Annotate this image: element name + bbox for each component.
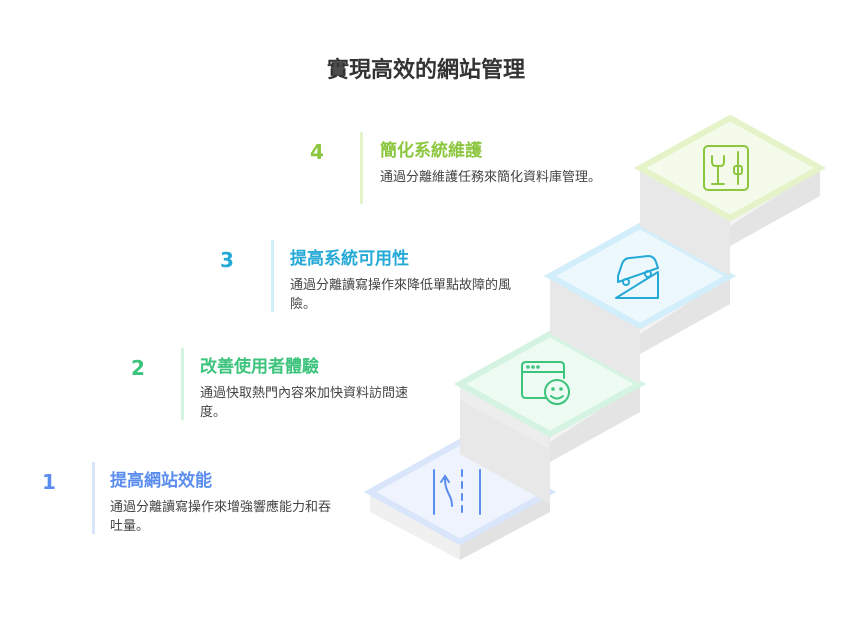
car-slope-icon bbox=[615, 255, 659, 299]
step-description: 通過分離維護任務來簡化資料庫管理。 bbox=[380, 170, 602, 185]
step-description: 通過分離讀寫操作來降低單點故障的風險。 bbox=[290, 278, 512, 312]
stair-block-3 bbox=[543, 222, 737, 384]
step-heading: 提高網站效能 bbox=[110, 471, 212, 491]
step-divider bbox=[92, 462, 95, 534]
step-divider bbox=[181, 348, 184, 420]
step-number: 2 bbox=[131, 356, 145, 380]
step-divider bbox=[271, 240, 274, 312]
step-heading: 簡化系統維護 bbox=[380, 141, 482, 161]
step-number: 3 bbox=[220, 248, 234, 272]
step-number: 1 bbox=[42, 470, 56, 494]
road-lanes-icon bbox=[433, 469, 481, 515]
step-description: 通過快取熱門內容來加快資料訪問速度。 bbox=[200, 386, 409, 420]
step-heading: 提高系統可用性 bbox=[290, 249, 409, 269]
step-divider bbox=[360, 132, 363, 204]
step-heading: 改善使用者體驗 bbox=[200, 357, 319, 377]
tools-panel-icon bbox=[703, 145, 749, 191]
page-title: 實現高效的網站管理 bbox=[326, 58, 525, 83]
browser-smiley-icon bbox=[521, 361, 570, 405]
stair-block-4 bbox=[633, 114, 827, 276]
step-description: 通過分離讀寫操作來增強響應能力和吞吐量。 bbox=[110, 500, 332, 534]
step-number: 4 bbox=[310, 140, 324, 164]
